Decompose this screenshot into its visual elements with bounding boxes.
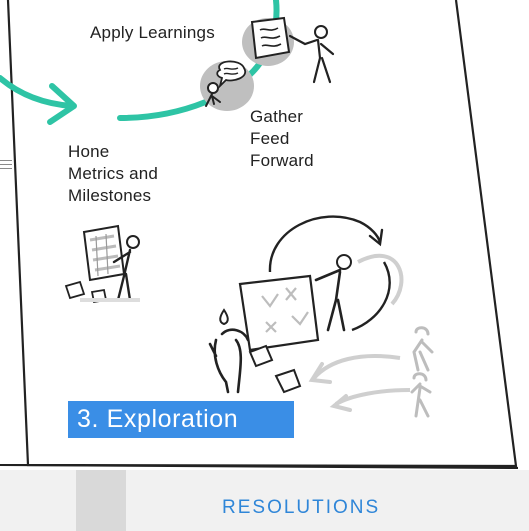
hone-metrics-label: Hone Metrics and Milestones bbox=[68, 142, 159, 205]
resolutions-label: RESOLUTIONS bbox=[222, 497, 381, 518]
cycle-arrow-top bbox=[268, 215, 382, 273]
apply-figure-head bbox=[314, 25, 328, 39]
teal-arc-left bbox=[0, 75, 75, 109]
faded-arrow-lower bbox=[312, 354, 401, 380]
cycle-arrow-right bbox=[351, 261, 391, 332]
section-title-badge: 3. Exploration bbox=[68, 401, 294, 438]
teal-arrowhead bbox=[47, 83, 77, 125]
floor-post-shadow bbox=[76, 470, 126, 531]
gather-figure-head bbox=[207, 82, 219, 94]
faded-person-2 bbox=[410, 372, 432, 418]
metrics-board-icon bbox=[82, 224, 126, 282]
hone-figure-body bbox=[112, 248, 132, 302]
exploration-board-icon bbox=[238, 274, 320, 352]
apply-figure-body bbox=[288, 34, 335, 84]
menu-icon bbox=[0, 160, 12, 174]
faded-cycle-arrow bbox=[357, 253, 404, 306]
explore-figure-head bbox=[336, 254, 352, 270]
hone-figure-head bbox=[126, 235, 140, 249]
apply-learnings-label: Apply Learnings bbox=[90, 23, 215, 42]
drop-icon bbox=[219, 308, 229, 326]
gather-feed-forward-label: Gather Feed Forward bbox=[250, 107, 314, 170]
explore-left-figure bbox=[208, 328, 250, 394]
board-bottom-edge bbox=[0, 464, 519, 469]
gather-figure-body bbox=[205, 93, 221, 107]
explore-papers-icon bbox=[248, 344, 302, 394]
faded-person-1 bbox=[412, 326, 434, 372]
explore-figure-body bbox=[314, 268, 346, 332]
